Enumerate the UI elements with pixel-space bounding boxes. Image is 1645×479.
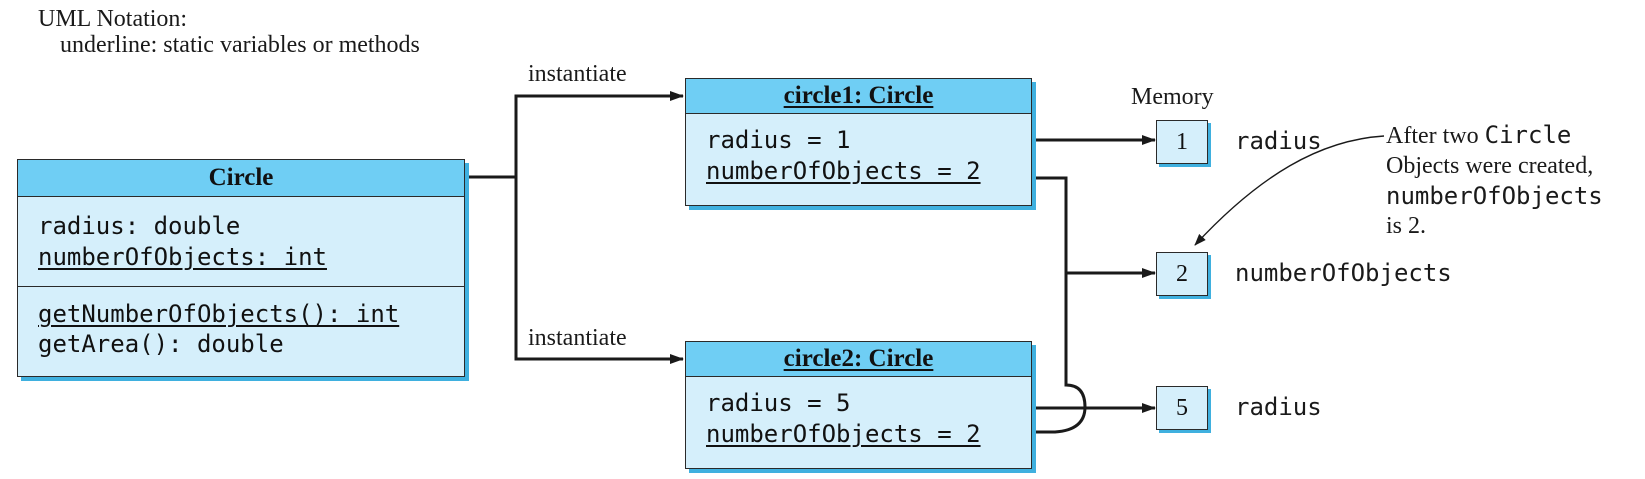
class-name: Circle bbox=[18, 160, 464, 197]
circle2-object-name: circle2: Circle bbox=[686, 342, 1031, 377]
memory-label-number-of-objects: numberOfObjects bbox=[1235, 259, 1452, 287]
note-text-1: After two bbox=[1386, 123, 1485, 149]
circle1-number-of-objects: numberOfObjects = 2 bbox=[706, 157, 981, 185]
note-code-number-of-objects: numberOfObjects bbox=[1386, 182, 1603, 210]
note-code-circle: Circle bbox=[1484, 121, 1572, 149]
note-pointer-arrow bbox=[1194, 135, 1385, 246]
circle2-radius: radius = 5 bbox=[706, 389, 851, 417]
note-line-4: is 2. bbox=[1386, 213, 1427, 239]
circle2-object-box: circle2: Circle radius = 5 numberOfObjec… bbox=[685, 341, 1032, 469]
note-line-1: After two Circle bbox=[1386, 120, 1603, 151]
instantiate-label-bottom: instantiate bbox=[528, 325, 627, 351]
method-get-area: getArea(): double bbox=[38, 330, 284, 358]
notation-description: underline: static variables or methods bbox=[60, 32, 420, 58]
attribute-radius: radius: double bbox=[38, 212, 241, 240]
reference-arrow-count-1 bbox=[1027, 176, 1156, 278]
circle2-number-of-objects: numberOfObjects = 2 bbox=[706, 420, 981, 448]
circle-class-box: Circle radius: double numberOfObjects: i… bbox=[17, 159, 465, 377]
instantiate-label-top: instantiate bbox=[528, 61, 627, 87]
circle1-object-name: circle1: Circle bbox=[686, 79, 1031, 114]
attribute-number-of-objects: numberOfObjects: int bbox=[38, 243, 327, 271]
notation-title: UML Notation: bbox=[38, 6, 188, 32]
instantiate-edge-top bbox=[514, 91, 684, 177]
memory-label-radius-1: radius bbox=[1235, 127, 1322, 155]
memory-cell-number-of-objects: 2 bbox=[1156, 252, 1208, 296]
memory-title: Memory bbox=[1131, 84, 1214, 110]
memory-cell-radius-5: 5 bbox=[1156, 386, 1208, 430]
note-line-2: Objects were created, bbox=[1386, 153, 1594, 179]
class-divider bbox=[18, 286, 464, 287]
memory-label-radius-5: radius bbox=[1235, 393, 1322, 421]
circle1-radius: radius = 1 bbox=[706, 126, 851, 154]
circle1-object-box: circle1: Circle radius = 1 numberOfObjec… bbox=[685, 78, 1032, 206]
instantiate-edge-bottom bbox=[514, 177, 684, 364]
memory-cell-radius-1: 1 bbox=[1156, 120, 1208, 164]
method-get-number-of-objects: getNumberOfObjects(): int bbox=[38, 300, 400, 328]
annotation-note: After two Circle Objects were created, n… bbox=[1386, 120, 1603, 241]
